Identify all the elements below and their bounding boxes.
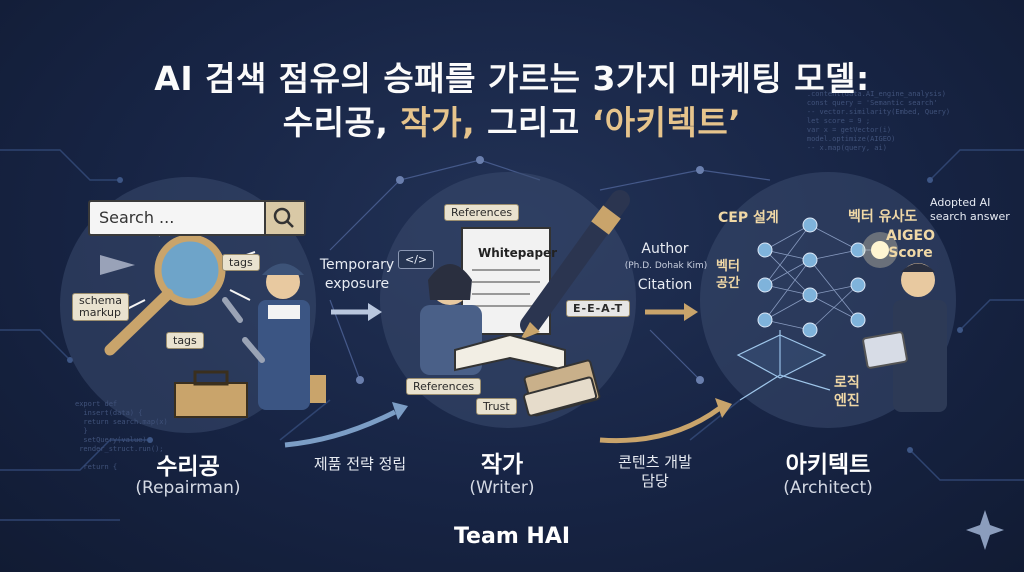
title-repairman: 수리공, [282,103,389,142]
author-sub-label: (Ph.D. Dohak Kim) [624,261,708,271]
title-line-2: 수리공, 작가, 그리고 ‘아키텍트’ [0,96,1024,144]
title-writer: 작가, [400,103,476,142]
product-strategy-label: 제품 전략 정립 [313,455,407,473]
title-architect: ‘아키텍트’ [591,103,742,142]
repairman-label-ko: 수리공 [156,454,220,480]
code-snippet-left: export def insert(data) { return search.… [75,400,168,471]
whitepaper-title: Whitepaper [478,246,558,260]
trust-chip: Trust [476,398,517,415]
references-bottom-chip: References [406,378,482,395]
team-footer: Team HAI [453,524,571,549]
references-top-chip: References [444,204,520,221]
citation-label: Citation [637,277,693,293]
search-bar: Search ... [88,200,306,236]
search-button [264,202,304,234]
repairman-label-en: (Repairman) [135,478,241,498]
tags-chip-2: tags [166,332,204,349]
author-label: Author [641,241,689,257]
code-chip: </> [398,250,435,269]
eeat-chip: E-E-A-T [566,300,631,317]
content-dev-label: 콘텐츠 개발 담당 [618,453,692,490]
temporary-exposure-label: Temporary exposure [319,257,395,292]
aigeo-score-label: AIGEO Score [886,228,935,261]
schema-markup-chip: schema markup [72,293,129,321]
title-line-1: AI 검색 점유의 승패를 가르는 3가지 마케팅 모델: [154,59,870,98]
architect-label-en: (Architect) [783,478,873,498]
tags-chip-1: tags [222,254,260,271]
architect-label-ko: 아키텍트 [785,452,871,478]
writer-label-en: (Writer) [469,478,535,498]
adopted-answer-label: Adopted AI search answer [930,196,1010,223]
search-placeholder: Search ... [99,208,175,227]
search-icon [273,207,294,228]
writer-label-ko: 작가 [480,452,524,478]
code-snippet-right: .content(data.AI_engine_analysis) const … [806,90,951,152]
logic-engine-label: 로직 엔진 [834,375,860,409]
cep-label: CEP 설계 [718,210,779,226]
vector-similarity-label: 벡터 유사도 [848,209,918,225]
vector-space-label: 벡터 공간 [716,259,740,291]
title-and: 그리고 [487,103,580,142]
